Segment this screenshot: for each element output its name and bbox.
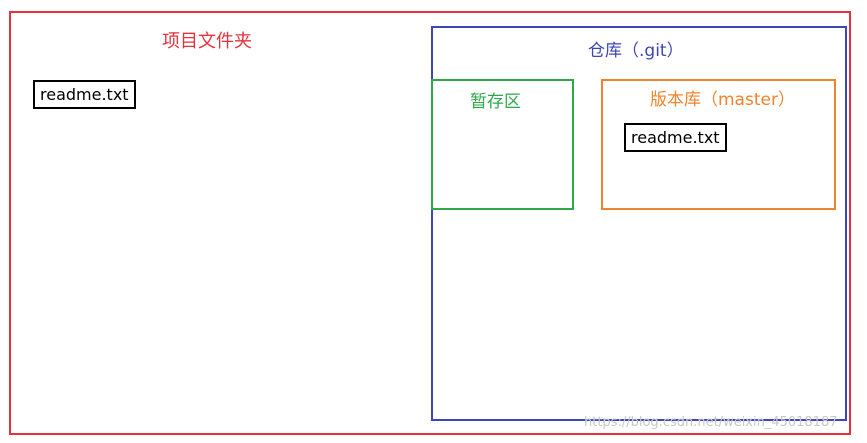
version-library-title: 版本库（master） — [650, 90, 795, 110]
staging-area-box — [431, 79, 574, 210]
project-folder-box — [9, 11, 851, 435]
staging-area-title: 暂存区 — [470, 92, 521, 112]
version-library-box — [601, 79, 836, 210]
version-file-readme: readme.txt — [624, 123, 727, 152]
watermark-text: https://blog.csdn.net/weixin_45018187 — [584, 415, 838, 430]
repository-title: 仓库（.git） — [588, 41, 684, 61]
project-file-readme: readme.txt — [33, 80, 136, 109]
repository-box — [431, 26, 847, 421]
project-folder-title: 项目文件夹 — [162, 31, 252, 52]
